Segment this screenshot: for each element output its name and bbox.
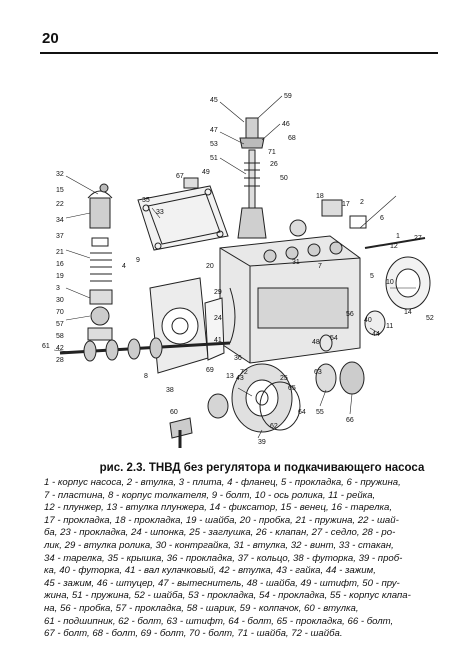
caption-title: рис. 2.3. ТНВД без регулятора и подкачив… [99,462,425,474]
callout-label: 8 [144,373,148,380]
callout-label: 36 [234,355,242,362]
callout-label: 72 [240,369,248,376]
callout-label: 43 [236,375,244,382]
callout-label: 6 [380,215,384,222]
callout-label: 68 [288,135,296,142]
callout-label: 49 [202,169,210,176]
callout-label: 47 [210,127,218,134]
callout-label: 30 [56,297,64,304]
callout-label: 46 [282,121,290,128]
figure-caption: рис. 2.3. ТНВД без регулятора и подкачив… [44,462,440,641]
callout-label: 52 [426,315,434,322]
callout-label: 64 [298,409,306,416]
callout-label: 57 [56,321,64,328]
callout-label: 20 [206,263,214,270]
pump-drawing: 45 59 47 46 68 53 51 71 26 49 67 50 32 1… [42,93,434,448]
callout-label: 34 [56,217,64,224]
callout-label: 48 [312,339,320,346]
callout-label: 29 [214,289,222,296]
callout-label: 17 [342,201,350,208]
callout-label: 25 [280,375,288,382]
callout-label: 21 [56,249,64,256]
callout-label: 71 [268,149,276,156]
callout-label: 19 [56,273,64,280]
legend-line: жина, 51 - пружина, 52 - шайба, 53 - про… [44,590,411,602]
callout-label: 27 [414,235,422,242]
callout-label: 33 [156,209,164,216]
callout-label: 4 [122,263,126,270]
callout-label: 58 [56,333,64,340]
legend-line: на, 56 - пробка, 57 - прокладка, 58 - ша… [44,602,359,614]
callout-label: 60 [170,409,178,416]
callout-label: 10 [386,279,394,286]
callout-label: 63 [314,369,322,376]
legend-line: ка, 40 - футорка, 41 - вал кулачковый, 4… [44,565,376,577]
callout-label: 51 [210,155,218,162]
callout-label: 40 [364,317,372,324]
callout-label: 11 [386,323,393,330]
legend-line: 17 - прокладка, 18 - прокладка, 19 - шай… [44,514,399,526]
callout-label: 50 [280,175,288,182]
callout-label: 28 [56,357,64,364]
legend-line: 34 - тарелка, 35 - крышка, 36 - прокладк… [44,552,403,564]
callout-label: 59 [284,93,292,100]
callout-label: 15 [56,187,64,194]
legend-line: 67 - болт, 68 - болт, 69 - болт, 70 - бо… [44,628,343,640]
callout-label: 65 [288,385,296,392]
callout-label: 9 [136,257,140,264]
callout-label: 41 [214,337,222,344]
callout-label: 67 [176,173,184,180]
callout-label: 35 [142,197,150,204]
callout-label: 18 [316,193,324,200]
callout-label: 69 [206,367,214,374]
callout-label: 12 [390,243,398,250]
legend-line: лик, 29 - втулка ролика, 30 - контргайка… [44,539,394,551]
callout-label: 53 [210,141,218,148]
callout-label: 31 [292,259,300,266]
callout-label: 24 [214,315,222,322]
callout-label: 44 [372,331,380,338]
callout-label: 54 [330,335,338,342]
callout-label: 42 [56,345,64,352]
callout-label: 55 [316,409,324,416]
callout-label: 26 [270,161,278,168]
callout-label: 2 [360,199,364,206]
callout-label: 39 [258,439,266,446]
legend-line: ба, 23 - прокладка, 24 - шпонка, 25 - за… [44,527,396,539]
callout-label: 16 [56,261,64,268]
legend-line: 12 - плунжер, 13 - втулка плунжера, 14 -… [44,502,393,514]
callout-label: 7 [318,263,322,270]
callout-label: 38 [166,387,174,394]
legend-line: 7 - пластина, 8 - корпус толкателя, 9 - … [44,489,376,501]
callout-label: 66 [346,417,354,424]
callout-label: 37 [56,233,64,240]
callout-label: 22 [56,201,64,208]
callout-label: 45 [210,97,218,104]
legend-line: 61 - подшипник, 62 - болт, 63 - штифт, 6… [44,615,394,627]
callout-label: 5 [370,273,374,280]
callout-label: 14 [404,309,412,316]
callout-label: 1 [396,233,400,240]
callout-label: 3 [56,285,60,292]
callout-label: 61 [42,343,50,350]
exploded-view-illustration: 45 59 47 46 68 53 51 71 26 49 67 50 32 1… [30,88,442,448]
caption-legend: 1 - корпус насоса, 2 - втулка, 3 - плита… [44,477,440,641]
callout-label: 32 [56,171,64,178]
legend-line: 1 - корпус насоса, 2 - втулка, 3 - плита… [44,477,401,488]
callout-label: 62 [270,423,278,430]
callout-labels: 45 59 47 46 68 53 51 71 26 49 67 50 32 1… [42,93,434,446]
page-number: 20 [42,30,59,47]
callout-label: 13 [226,373,234,380]
callout-label: 70 [56,309,64,316]
header-rule [40,52,438,54]
callout-label: 56 [346,311,354,318]
legend-line: 45 - зажим, 46 - штуцер, 47 - вытеснител… [44,577,400,589]
